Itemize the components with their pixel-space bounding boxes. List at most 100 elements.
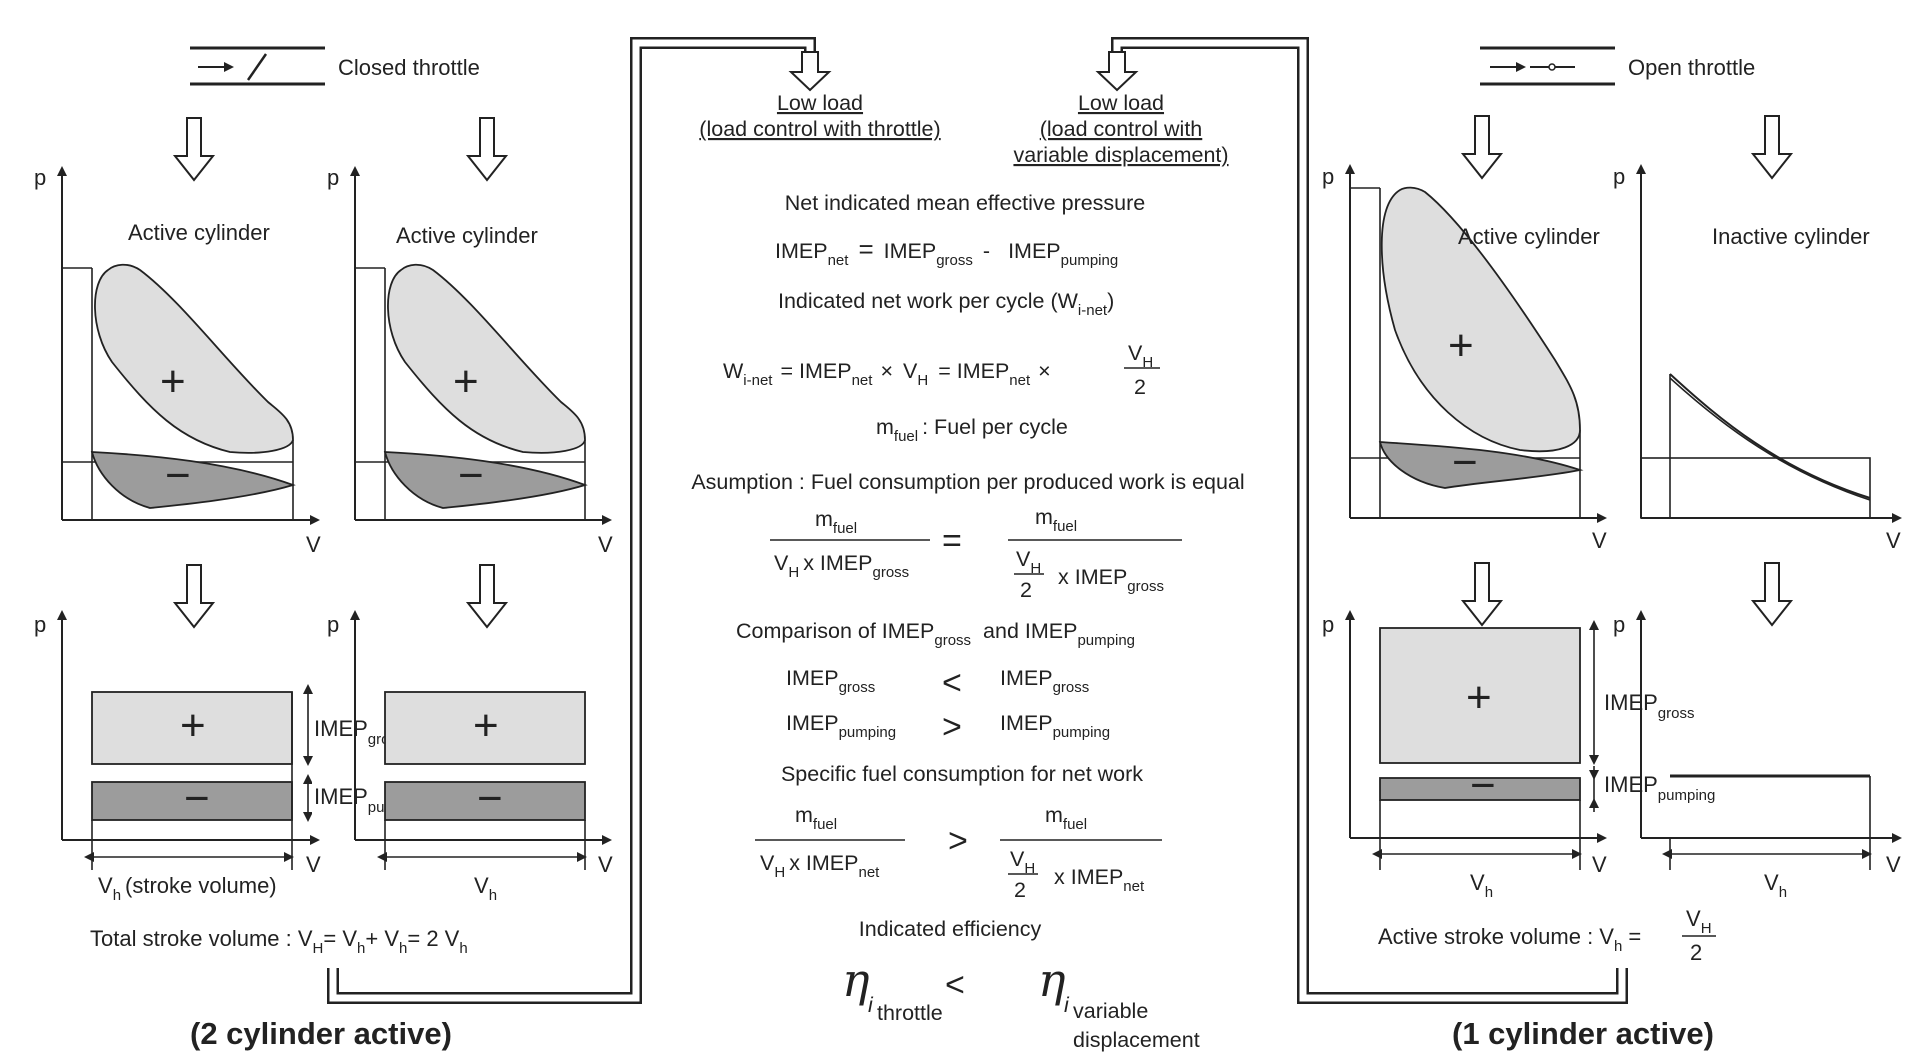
axis-v-label: V <box>1592 528 1607 553</box>
negative-work-sign: − <box>165 451 191 500</box>
two-cylinder-caption: (2 cylinder active) <box>190 1016 452 1051</box>
eta-throttle-subscript: throttle <box>877 1001 943 1025</box>
equals-sign: = <box>942 522 962 560</box>
imep-gross-label: IMEPgross <box>1604 690 1694 722</box>
negative-work-sign: − <box>184 774 210 823</box>
axis-v-label: V <box>598 532 613 557</box>
axis-p-label: p <box>1322 612 1334 637</box>
active-stroke-volume-label: Active stroke volume : Vh= <box>1378 924 1641 955</box>
eta-throttle: η <box>842 953 870 1007</box>
total-stroke-volume-label: Total stroke volume : VH= Vh+ Vh= 2 Vh <box>90 926 468 957</box>
positive-work-sign: + <box>180 701 206 750</box>
negative-work-sign: − <box>1470 761 1496 810</box>
fraction-inner-denominator: 2 <box>1020 578 1032 602</box>
connector-pipe-left <box>327 37 832 1004</box>
fraction-numerator: mfuel <box>1045 803 1087 833</box>
low-load-variable-title: Low load <box>1078 91 1164 115</box>
work-equation: Wi-net= IMEPnet×VH= IMEPnet× <box>723 359 1051 389</box>
pv-diagram-left-2: p V + − Active cylinder <box>327 165 613 557</box>
center-equations: Low load (load control with throttle) Lo… <box>691 91 1244 1052</box>
axis-p-label: p <box>327 165 339 190</box>
eta-throttle-i: i <box>868 993 874 1017</box>
down-arrow-icon <box>1750 562 1794 627</box>
pv-diagram-right-2: p V Inactive cylinder <box>1613 164 1902 553</box>
fraction-denominator: x IMEPgross <box>1058 565 1164 595</box>
pv-diagram-left-1: p V + − Active cylinder <box>34 165 321 557</box>
down-arrow-icon <box>1460 115 1504 180</box>
imep-net-equation: IMEPnet=IMEPgross-IMEPpumping <box>775 234 1118 269</box>
positive-work-sign: + <box>1466 673 1492 722</box>
comparison-gross: IMEPgross <box>786 666 875 696</box>
cylinder-title: Active cylinder <box>396 223 538 248</box>
axis-p-label: p <box>327 612 339 637</box>
positive-work-sign: + <box>453 357 479 406</box>
comparison-gross: IMEPgross <box>1000 666 1089 696</box>
fraction-numerator: VH <box>1686 906 1712 937</box>
axis-v-label: V <box>306 852 321 877</box>
imep-pumping-label: IMEPpumping <box>1604 772 1715 804</box>
axis-v-label: V <box>1592 852 1607 877</box>
axis-v-label: V <box>306 532 321 557</box>
axis-v-label: V <box>1886 528 1901 553</box>
eta-variable-subscript-b: displacement <box>1073 1028 1200 1052</box>
imep-diagram-left-2: p V + − Vh <box>327 610 613 904</box>
down-arrow-icon <box>465 564 509 629</box>
connector-pipe-right <box>1095 37 1628 1004</box>
greater-than-sign: > <box>948 822 968 860</box>
fraction-numerator: VH <box>1128 341 1153 371</box>
one-cylinder-caption: (1 cylinder active) <box>1452 1016 1714 1051</box>
eta-variable-i: i <box>1064 993 1070 1017</box>
efficiency-title: Indicated efficiency <box>859 917 1042 941</box>
axis-p-label: p <box>1613 164 1625 189</box>
greater-than-sign: > <box>942 708 962 746</box>
eta-variable: η <box>1038 953 1066 1007</box>
low-load-throttle-subtitle: (load control with throttle) <box>699 117 940 141</box>
fraction-inner-numerator: VH <box>1016 547 1041 577</box>
down-arrow-icon <box>172 117 216 182</box>
comparison-pumping: IMEPpumping <box>786 711 896 741</box>
comparison-pumping: IMEPpumping <box>1000 711 1110 741</box>
cylinder-title: Active cylinder <box>1458 224 1600 249</box>
fraction-denominator: x IMEPnet <box>1054 865 1145 895</box>
closed-throttle-label: Closed throttle <box>338 55 480 80</box>
down-arrow-icon <box>465 117 509 182</box>
axis-v-label: V <box>1886 852 1901 877</box>
sfc-title: Specific fuel consumption for net work <box>781 762 1143 786</box>
less-than-sign: < <box>945 966 965 1004</box>
down-arrow-icon <box>172 564 216 629</box>
negative-work-sign: − <box>1452 438 1478 487</box>
cylinder-title: Inactive cylinder <box>1712 224 1870 249</box>
throttle-open-icon <box>1480 46 1615 86</box>
axis-p-label: p <box>1613 612 1625 637</box>
positive-work-sign: + <box>1448 321 1474 370</box>
fraction-denominator: 2 <box>1134 375 1146 399</box>
assumption-text: Asumption : Fuel consumption per produce… <box>691 470 1244 494</box>
stroke-volume-label: Vh <box>1470 870 1493 901</box>
positive-work-sign: + <box>473 701 499 750</box>
less-than-sign: < <box>942 664 962 702</box>
fraction-inner-numerator: VH <box>1010 847 1035 877</box>
axis-p-label: p <box>34 612 46 637</box>
fraction-denominator: 2 <box>1690 940 1702 965</box>
throttle-closed-icon <box>190 46 325 86</box>
fraction-numerator: mfuel <box>815 507 857 537</box>
down-arrow-icon <box>1750 115 1794 180</box>
axis-p-label: p <box>34 165 46 190</box>
low-load-variable-subtitle-b: variable displacement) <box>1013 143 1228 167</box>
imep-diagram-right-1: p V + − IMEPgross IMEPpumping Vh <box>1322 610 1715 901</box>
imep-diagram-right-2: p V Vh <box>1613 610 1902 901</box>
negative-work-sign: − <box>458 451 484 500</box>
cylinder-title: Active cylinder <box>128 220 270 245</box>
fraction-numerator: mfuel <box>795 803 837 833</box>
fraction-numerator: mfuel <box>1035 505 1077 535</box>
work-title: Indicated net work per cycle (Wi-net) <box>778 289 1114 319</box>
low-load-throttle-title: Low load <box>777 91 863 115</box>
net-imep-title: Net indicated mean effective pressure <box>785 191 1146 215</box>
stroke-volume-label: Vh(stroke volume) <box>98 873 277 904</box>
axis-v-label: V <box>598 852 613 877</box>
mfuel-definition: mfuel: Fuel per cycle <box>876 415 1068 445</box>
fraction-inner-denominator: 2 <box>1014 878 1026 902</box>
